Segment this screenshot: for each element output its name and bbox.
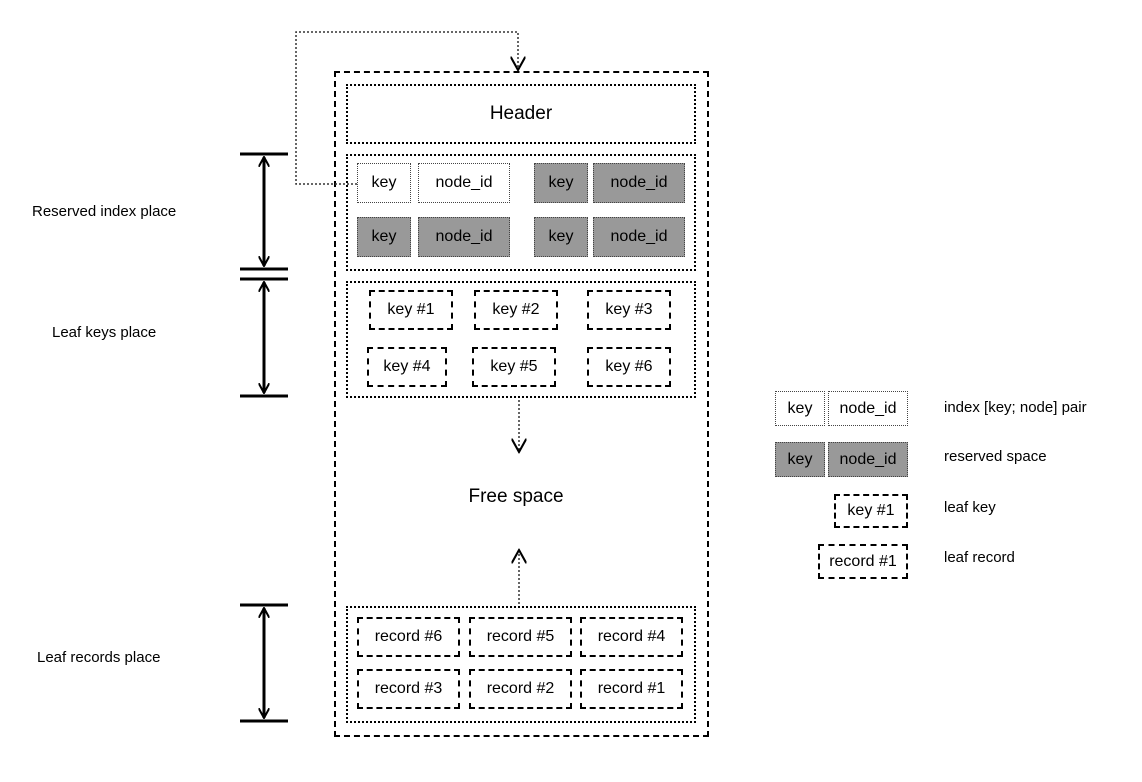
leaf-record-box: record #1 (580, 669, 683, 709)
page-header: Header (346, 84, 696, 144)
reserved-index-label: Reserved index place (32, 203, 177, 220)
leaf-key-box: key #5 (472, 347, 556, 387)
leaf-record-box: record #2 (469, 669, 572, 709)
leaf-keys-area (346, 281, 696, 398)
leaf-records-area (346, 606, 696, 723)
leaf-records-label: Leaf records place (37, 649, 161, 666)
reserved-node-cell: node_id (418, 217, 510, 257)
reserved-node-cell: node_id (593, 217, 685, 257)
leaf-key-box: key #6 (587, 347, 671, 387)
index-node-cell: node_id (418, 163, 510, 203)
reserved-index-area (346, 154, 696, 271)
leaf-keys-bracket (240, 277, 288, 398)
legend-leaf-record-text: leaf record (944, 549, 1015, 566)
free-space-label: Free space (468, 486, 564, 507)
leaf-key-box: key #2 (474, 290, 558, 330)
legend-leaf-key-text: leaf key (944, 499, 996, 516)
legend-reserved-node-cell: node_id (828, 442, 908, 477)
reserved-node-cell: node_id (593, 163, 685, 203)
leaf-key-box: key #1 (369, 290, 453, 330)
reserved-key-cell: key (357, 217, 411, 257)
page-outline (334, 71, 709, 737)
leaf-keys-label: Leaf keys place (52, 324, 157, 341)
leaf-key-box: key #4 (367, 347, 447, 387)
leaf-record-box: record #5 (469, 617, 572, 657)
legend-leaf-record-box: record #1 (818, 544, 908, 579)
leaf-record-box: record #3 (357, 669, 460, 709)
legend-reserved-text: reserved space (944, 448, 1047, 465)
index-key-cell: key (357, 163, 411, 203)
reserved-index-bracket (240, 152, 288, 271)
reserved-key-cell: key (534, 217, 588, 257)
legend-leaf-key-box: key #1 (834, 494, 908, 528)
legend-reserved-key-cell: key (775, 442, 825, 477)
legend-index-pair-text: index [key; node] pair (944, 399, 1087, 416)
leaf-records-bracket (240, 603, 288, 723)
leaf-record-box: record #4 (580, 617, 683, 657)
leaf-record-box: record #6 (357, 617, 460, 657)
legend-index-node-cell: node_id (828, 391, 908, 426)
leaf-key-box: key #3 (587, 290, 671, 330)
legend-index-key-cell: key (775, 391, 825, 426)
reserved-key-cell: key (534, 163, 588, 203)
